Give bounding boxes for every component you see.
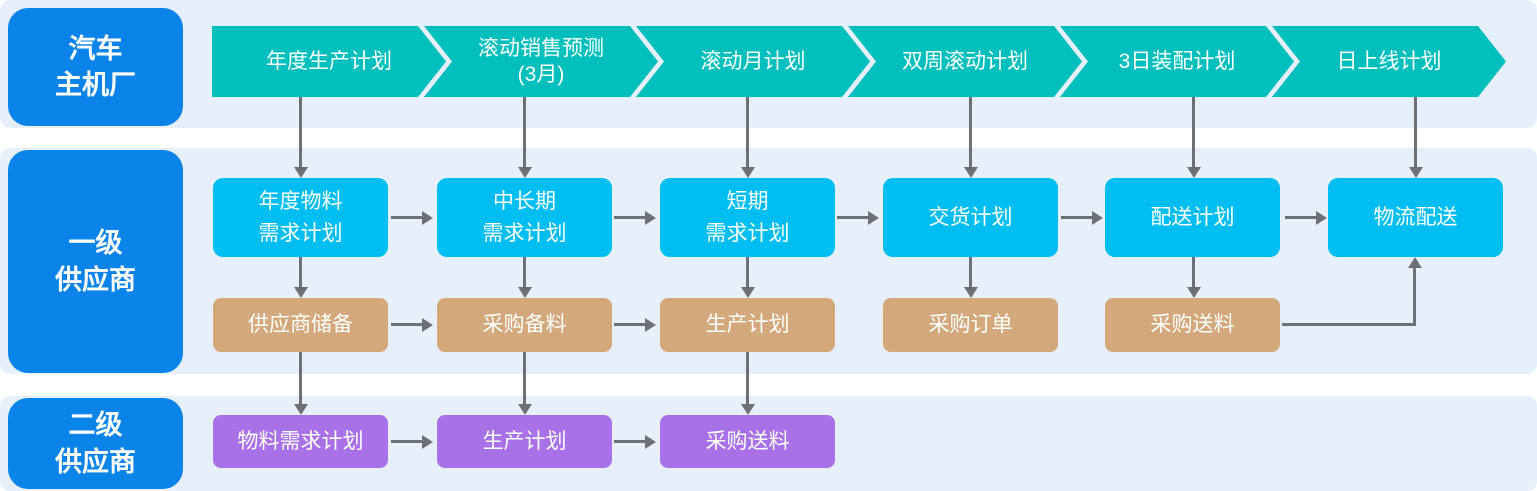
tier2-box-purchase-material-delivery: 采购送料 <box>660 415 835 468</box>
chevron-rolling-monthly-plan: 滚动月计划 <box>636 26 870 97</box>
arrow-plan5-to-plan6 <box>1285 216 1317 219</box>
arrow-chevron4-to-plan4 <box>969 97 972 167</box>
arrow-ops1-to-tier2-1 <box>299 352 302 404</box>
arrow-plan2-to-ops2 <box>523 257 526 287</box>
arrow-chevron2-to-plan2 <box>523 97 526 167</box>
arrow-chevron5-to-plan5 <box>1192 97 1195 167</box>
ops-box-production-plan: 生产计划 <box>660 298 835 352</box>
plan-box-delivery-plan: 交货计划 <box>883 178 1058 257</box>
row-label-tier1-supplier: 一级 供应商 <box>8 150 183 373</box>
arrow-chevron1-to-plan1 <box>299 97 302 167</box>
row-label-oem: 汽车 主机厂 <box>8 8 183 126</box>
arrow-plan5-to-ops5 <box>1192 257 1195 287</box>
arrow-plan3-to-ops3 <box>746 257 749 287</box>
arrow-plan3-to-plan4 <box>837 216 869 219</box>
plan-box-distribution-plan: 配送计划 <box>1105 178 1280 257</box>
ops-box-supplier-reserve: 供应商储备 <box>213 298 388 352</box>
arrow-plan4-to-plan5 <box>1061 216 1093 219</box>
ops-box-purchase-order: 采购订单 <box>883 298 1058 352</box>
arrow-chevron3-to-plan3 <box>746 97 749 167</box>
arrow-plan2-to-plan3 <box>614 216 646 219</box>
tier2-box-production-plan: 生产计划 <box>437 415 612 468</box>
chevron-rolling-sales-forecast: 滚动销售预测 (3月) <box>424 26 658 97</box>
chevron-daily-online-plan: 日上线计划 <box>1272 26 1506 97</box>
ops-box-purchase-preparation: 采购备料 <box>437 298 612 352</box>
plan-box-short-term-requirement: 短期 需求计划 <box>660 178 835 257</box>
plan-box-logistics-distribution: 物流配送 <box>1328 178 1503 257</box>
chevron-annual-production-plan: 年度生产计划 <box>212 26 446 97</box>
chevron-3day-assembly-plan: 3日装配计划 <box>1060 26 1294 97</box>
plan-box-annual-material-requirement: 年度物料 需求计划 <box>213 178 388 257</box>
arrow-ops2-to-ops3 <box>614 323 646 326</box>
arrow-ops1-to-ops2 <box>391 323 423 326</box>
arrow-tier2-1-to-tier2-2 <box>391 440 423 443</box>
arrow-ops3-to-tier2-3 <box>746 352 749 404</box>
chevron-biweekly-rolling-plan: 双周滚动计划 <box>848 26 1082 97</box>
plan-box-mid-long-term-requirement: 中长期 需求计划 <box>437 178 612 257</box>
tier2-box-material-requirement-plan: 物料需求计划 <box>213 415 388 468</box>
arrow-ops2-to-tier2-2 <box>523 352 526 404</box>
arrow-plan1-to-plan2 <box>391 216 423 219</box>
arrow-plan1-to-ops1 <box>299 257 302 287</box>
arrow-chevron6-to-plan6 <box>1414 97 1417 167</box>
arrow-plan4-to-ops4 <box>969 257 972 287</box>
row-label-tier2-supplier: 二级 供应商 <box>8 398 183 489</box>
arrow-ops5-to-plan6-horizontal-segment <box>1282 323 1416 326</box>
arrow-tier2-2-to-tier2-3 <box>614 440 646 443</box>
ops-box-purchase-material-delivery: 采购送料 <box>1105 298 1280 352</box>
arrow-ops5-to-plan6-vertical-segment <box>1413 268 1416 326</box>
